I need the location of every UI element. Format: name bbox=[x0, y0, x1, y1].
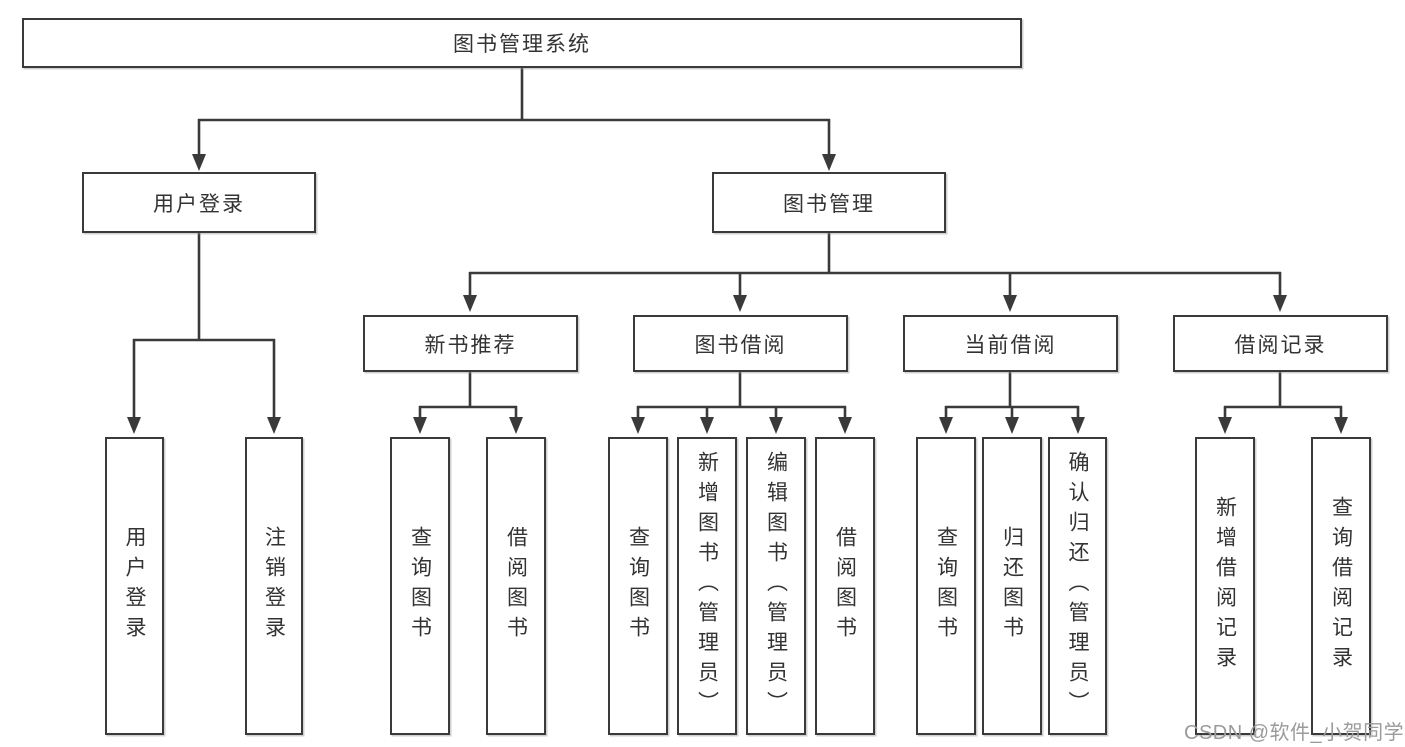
node-user-login: 用户登录 bbox=[82, 172, 316, 233]
leaf-borrow-query-books: 查询图书 bbox=[608, 437, 668, 735]
node-book-management: 图书管理 bbox=[712, 172, 946, 233]
node-book-borrow: 图书借阅 bbox=[633, 315, 848, 372]
leaf-recommend-query-books: 查询图书 bbox=[390, 437, 450, 735]
leaf-current-return-books: 归还图书 bbox=[982, 437, 1042, 735]
leaf-logout: 注销登录 bbox=[245, 437, 303, 735]
node-borrow-records: 借阅记录 bbox=[1173, 315, 1388, 372]
leaf-current-confirm-return-admin: 确认归还（管理员） bbox=[1048, 437, 1107, 735]
connector-recommend-to-leaves bbox=[413, 372, 523, 434]
connector-borrow-to-leaves bbox=[631, 372, 852, 434]
connector-records-to-leaves bbox=[1218, 372, 1348, 434]
leaf-records-add-record: 新增借阅记录 bbox=[1195, 437, 1255, 735]
leaf-borrow-borrow-books: 借阅图书 bbox=[815, 437, 875, 735]
node-root: 图书管理系统 bbox=[22, 18, 1022, 68]
leaf-user-login: 用户登录 bbox=[105, 437, 164, 735]
connector-root-to-level2 bbox=[192, 68, 836, 171]
leaf-borrow-edit-books-admin: 编辑图书（管理员） bbox=[746, 437, 806, 735]
connector-management-to-level3 bbox=[463, 233, 1287, 312]
csdn-watermark: CSDN @软件_小贺同学 bbox=[1184, 722, 1405, 744]
connector-current-to-leaves bbox=[939, 372, 1085, 434]
leaf-borrow-add-books-admin: 新增图书（管理员） bbox=[677, 437, 737, 735]
leaf-recommend-borrow-books: 借阅图书 bbox=[486, 437, 546, 735]
node-new-book-recommend: 新书推荐 bbox=[363, 315, 578, 372]
connector-login-to-leaves bbox=[127, 233, 281, 434]
node-current-borrow: 当前借阅 bbox=[903, 315, 1118, 372]
leaf-current-query-books: 查询图书 bbox=[916, 437, 976, 735]
leaf-records-query-record: 查询借阅记录 bbox=[1311, 437, 1371, 735]
